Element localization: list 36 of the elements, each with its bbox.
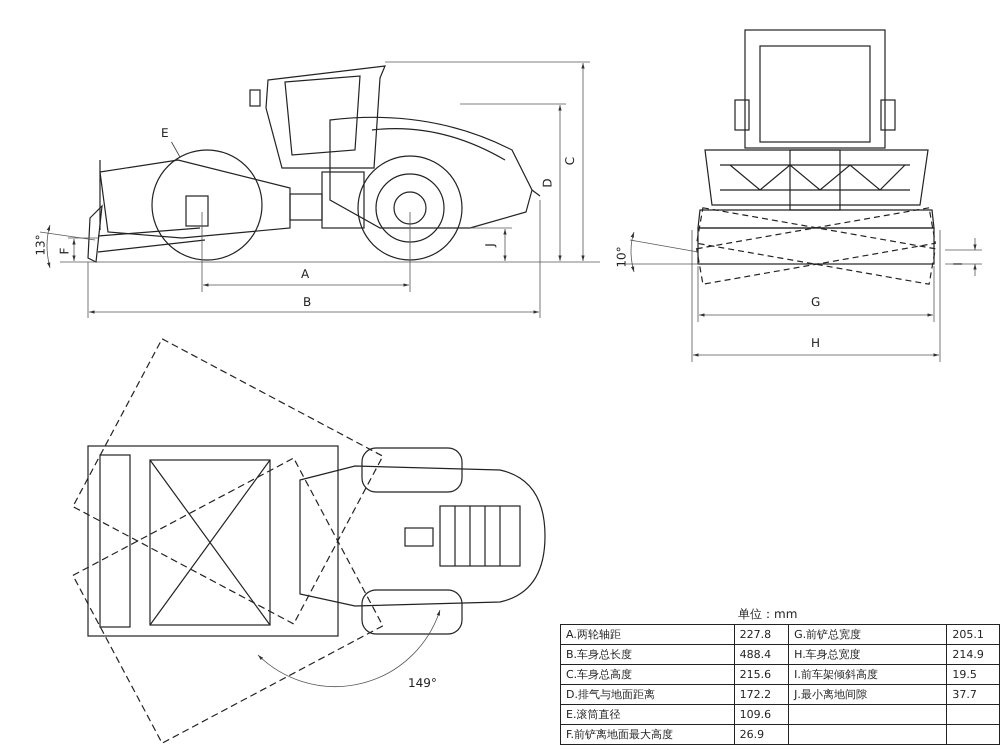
table-cell: 205.1 — [946, 624, 1000, 644]
table-cell: I.前车架倾斜高度 — [788, 664, 947, 684]
table-cell: J.最小离地间隙 — [788, 684, 947, 704]
angle-label: 13° — [34, 234, 48, 256]
dimension-label: H — [811, 336, 820, 350]
dimension-label: D — [540, 178, 555, 188]
table-cell: 215.6 — [734, 664, 789, 684]
unit-label: 单位：mm — [738, 607, 798, 621]
dimension-label: G — [811, 295, 820, 309]
dimension-label: I — [950, 262, 965, 266]
dimension-label: C — [563, 156, 578, 166]
table-cell: 19.5 — [946, 664, 1000, 684]
table-cell: E.滚筒直径 — [560, 704, 734, 724]
table-cell: 109.6 — [734, 704, 789, 724]
table-cell: A.两轮轴距 — [560, 624, 734, 644]
table-cell: D.排气与地面距离 — [560, 684, 734, 704]
dimension-label: F — [57, 248, 72, 254]
dimension-label: A — [301, 267, 310, 281]
dimension-label: B — [303, 295, 312, 309]
dimension-label: J — [482, 243, 497, 247]
table-cell: 172.2 — [734, 684, 789, 704]
table-cell: C.车身总高度 — [560, 664, 734, 684]
leader-line — [171, 142, 180, 158]
table-cell: F.前铲离地面最大高度 — [560, 724, 734, 744]
angle-label: 149° — [408, 676, 437, 690]
table-cell: 37.7 — [946, 684, 1000, 704]
drum-drawing — [151, 149, 263, 261]
table-cell: H.车身总宽度 — [788, 644, 947, 664]
table-cell: 26.9 — [734, 724, 789, 744]
callout-letter: E — [161, 126, 169, 140]
table-cell: B.车身总长度 — [560, 644, 734, 664]
table-cell: 214.9 — [946, 644, 1000, 664]
table-cell: G.前铲总宽度 — [788, 624, 947, 644]
table-cell: 227.8 — [734, 624, 789, 644]
table-cell: 488.4 — [734, 644, 789, 664]
angle-label: 10° — [614, 246, 629, 268]
